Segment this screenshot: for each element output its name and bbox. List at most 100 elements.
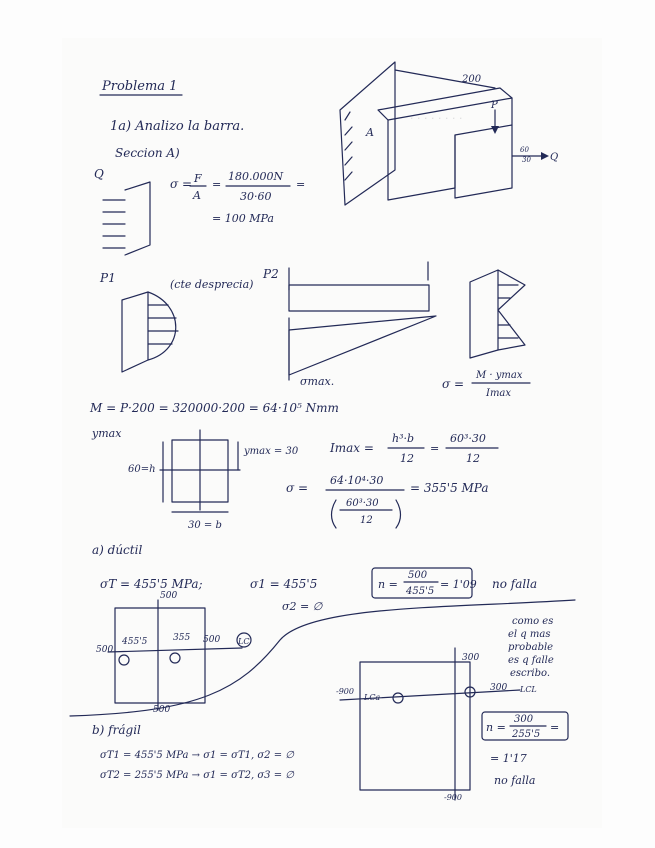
diagB-left: -900 xyxy=(336,687,354,696)
failure-diagram-b xyxy=(339,647,521,801)
force-p-head xyxy=(491,126,499,134)
n-b-box xyxy=(481,711,569,741)
cross-section xyxy=(159,429,241,513)
beam-end-block xyxy=(454,124,513,199)
fragil-line-2: σT2 = 255'5 MPa → σ1 = σT2, σ3 = ∅ xyxy=(100,770,295,781)
note-line: probable xyxy=(508,642,553,653)
sigma-val-num: 64·10⁴·30 xyxy=(330,474,383,487)
point-2 xyxy=(169,652,181,664)
parabola xyxy=(147,291,177,361)
n-a-num: 500 xyxy=(408,570,428,581)
sigma-m-den: Imax xyxy=(485,388,511,399)
envelope xyxy=(359,661,471,791)
imax-eq: = xyxy=(430,442,439,455)
sigma-eq: = xyxy=(212,178,221,191)
margin-note: como es el q mas probable es q falle esc… xyxy=(508,616,554,679)
failure-diagram-a xyxy=(107,599,252,711)
ymax-label: ymax xyxy=(91,427,122,440)
seccion-label: Seccion A) xyxy=(115,146,180,160)
wall-hatch xyxy=(344,111,353,181)
bending-diagram xyxy=(288,261,437,381)
shear-arrows xyxy=(147,304,179,345)
imax-den1: 12 xyxy=(400,452,414,465)
shear-stress-diagram xyxy=(121,291,179,373)
point-2 xyxy=(464,686,476,698)
n-a-lhs: n = xyxy=(378,578,398,591)
p1-label: P1 xyxy=(99,271,116,285)
p2-label: P2 xyxy=(262,267,279,281)
point-1 xyxy=(392,692,404,704)
sigma-num1: F xyxy=(193,172,202,185)
diagA-lc: LC xyxy=(237,637,249,646)
diagA-bottom: 500 xyxy=(153,705,170,715)
n-box xyxy=(371,567,473,599)
diagA-top: 500 xyxy=(160,591,177,601)
n-a-den: 455'5 xyxy=(405,586,434,597)
diagA-right: 500 xyxy=(203,635,220,645)
sigma2: σ2 = ∅ xyxy=(282,600,323,613)
dim-line-200 xyxy=(394,69,496,89)
section-divider xyxy=(69,599,576,717)
sigma-val-den-den: 12 xyxy=(360,515,373,526)
dim-60: 60 xyxy=(520,146,529,154)
stress-distribution xyxy=(469,269,526,359)
b-label: 30 = b xyxy=(188,520,222,531)
note-line: es q falle xyxy=(508,655,554,666)
sigma-val-result: = 355'5 MPa xyxy=(410,481,489,495)
axes xyxy=(107,599,243,711)
diagB-right: 300 xyxy=(490,683,507,693)
no-falla-a: no falla xyxy=(492,577,537,591)
ymax-value: ymax = 30 xyxy=(243,446,299,457)
note-line: como es xyxy=(512,616,553,627)
axial-stress-diagram xyxy=(102,181,151,256)
fragil-line-1: σT1 = 455'5 MPa → σ1 = σT1, σ2 = ∅ xyxy=(100,750,295,761)
force-q-head xyxy=(541,152,549,160)
n-b-lhs: n = xyxy=(486,721,506,734)
axes xyxy=(339,647,521,801)
part-b-label: b) frágil xyxy=(92,723,141,737)
support-a-label: A xyxy=(365,126,374,139)
sigma-result: = 100 MPa xyxy=(212,212,274,225)
diagB-bottom: -900 xyxy=(444,793,462,802)
stress-profile xyxy=(497,269,526,351)
step1: 1a) Analizo la barra. xyxy=(110,119,244,134)
smax-label: σmax. xyxy=(300,375,334,388)
bleed-through-text: · · · · · · · · xyxy=(410,112,462,125)
moment-eq: M = P·200 = 320000·200 = 64·10⁵ Nmm xyxy=(89,401,339,415)
section-outline xyxy=(121,291,149,373)
sigma-num2: 180.000N xyxy=(228,170,283,183)
wall xyxy=(339,61,396,206)
diagB-lca: LCa xyxy=(363,693,380,702)
part-a-label: a) dúctil xyxy=(92,543,142,557)
n-b-num: 300 xyxy=(514,714,534,725)
stress-arrows xyxy=(497,284,519,339)
diagA-p2: 355 xyxy=(173,633,190,643)
note-line: el q mas xyxy=(508,629,550,640)
sigma-val-den-num: 60³·30 xyxy=(346,498,379,509)
note-line: escribo. xyxy=(510,668,550,679)
heading: Problema 1 xyxy=(101,79,177,94)
beam-rect xyxy=(288,284,430,312)
imax-num2: 60³·30 xyxy=(450,432,486,445)
section-axes xyxy=(159,429,241,511)
point-1 xyxy=(118,654,130,666)
n-a-result: = 1'09 xyxy=(440,578,477,591)
sigma-lhs: σ = xyxy=(170,177,192,191)
lc-circle xyxy=(236,632,252,648)
sigma-eq2: = xyxy=(296,178,305,191)
moment-triangle xyxy=(288,315,437,376)
sigma-m-num: M · ymax xyxy=(475,370,523,381)
section-outline xyxy=(469,269,499,359)
h-label: 60=h xyxy=(128,464,156,475)
diagA-left: 500 xyxy=(96,645,113,655)
imax-num1: h³·b xyxy=(392,432,414,445)
force-q-label: Q xyxy=(550,152,558,163)
sigma-m-lhs: σ = xyxy=(442,377,464,391)
sigma-den1: A xyxy=(192,189,201,202)
q-label: Q xyxy=(94,167,104,181)
sigma1: σ1 = 455'5 xyxy=(250,577,317,591)
beam-front-left xyxy=(387,119,456,201)
envelope xyxy=(114,607,206,704)
